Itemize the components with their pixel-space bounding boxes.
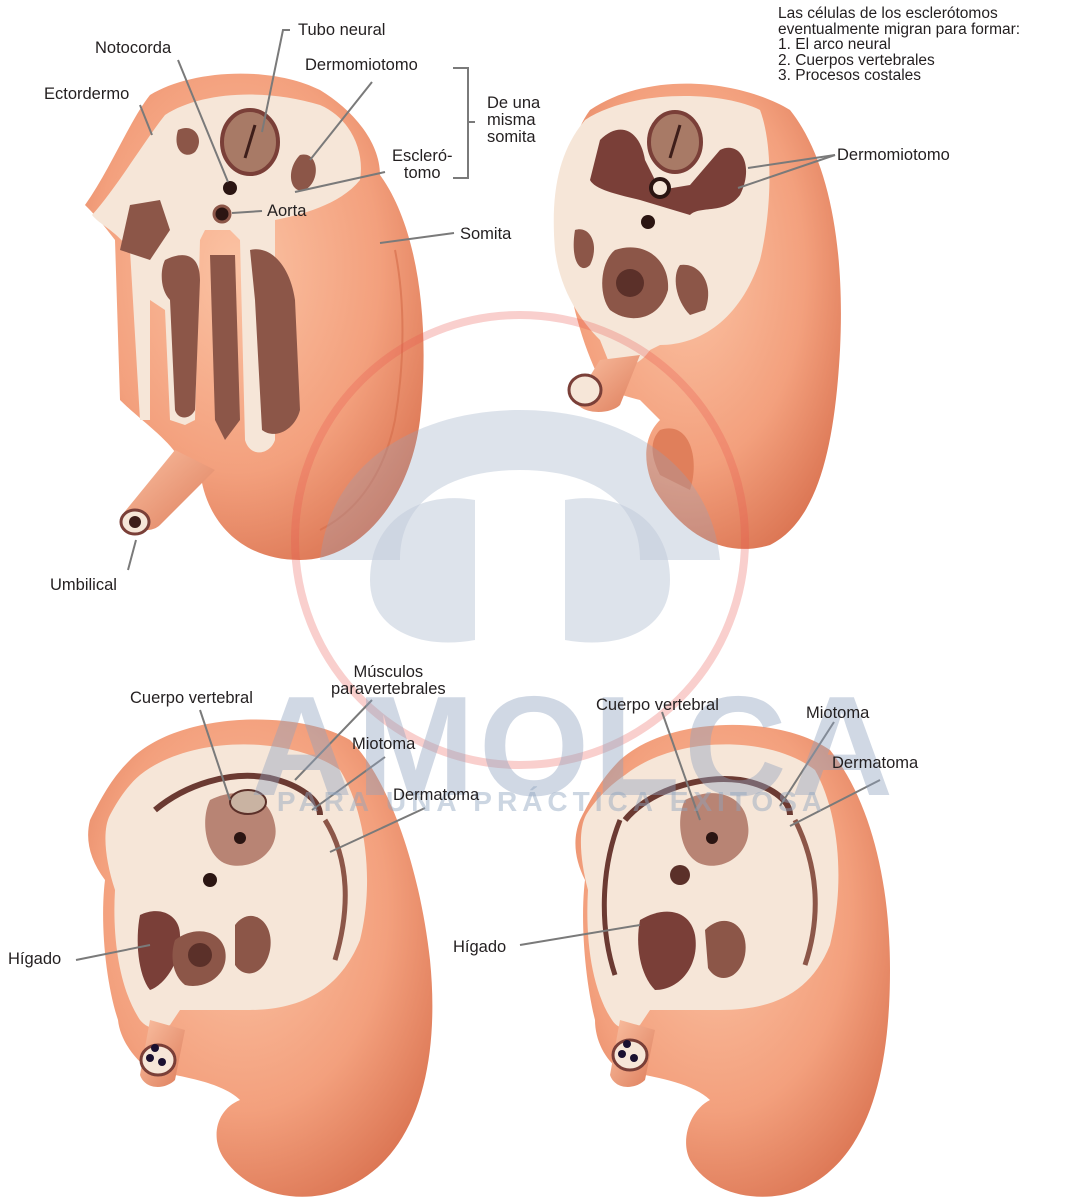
embryo-2-umbilical-opening [569,375,601,405]
label-ectodermo: Ectordermo [44,86,129,103]
watermark-tagline: PARA UNA PRÁCTICA EXITOSA [232,786,872,818]
label-esclerotomo: Escleró- tomo [392,148,453,182]
label-de-una-misma-somita-line-3: somita [487,129,540,146]
label-notocorda: Notocorda [95,40,171,57]
embryo-3-umbilical-vessel-2 [158,1058,166,1066]
label-esclerotomo-line-1: Escleró- [392,148,453,165]
label-dermomiotomo-2: Dermomiotomo [837,147,950,164]
leader-umbilical [128,540,136,570]
sclerotome-note-line-4: 2. Cuerpos vertebrales [778,53,1020,69]
label-dermatoma-2: Dermatoma [832,755,918,772]
bracket-de-una-misma-somita [453,68,475,178]
embryo-4-gut-lumen [670,865,690,885]
embryo-2-notochord [651,179,669,197]
label-de-una-misma-somita-line-1: De una [487,95,540,112]
sclerotome-note: Las células de los esclerótomos eventual… [778,6,1020,84]
embryo-3-gut-lumen [188,943,212,967]
label-de-una-misma-somita-line-2: misma [487,112,540,129]
label-somita: Somita [460,226,511,243]
label-de-una-misma-somita: De una misma somita [487,95,540,146]
embryo-4-umbilical-vessel-1 [618,1050,626,1058]
label-esclerotomo-line-2: tomo [392,165,453,182]
embryo-1-aorta [214,206,230,222]
label-higado-2: Hígado [453,939,506,956]
label-umbilical: Umbilical [50,577,117,594]
label-tubo-neural: Tubo neural [298,22,385,39]
embryo-3-umbilical-vessel-3 [151,1044,159,1052]
embryo-4-umbilical-vessel-2 [630,1054,638,1062]
sclerotome-note-line-3: 1. El arco neural [778,37,1020,53]
label-miotoma-1: Miotoma [352,736,415,753]
embryo-2-aorta [641,215,655,229]
label-miotoma-2: Miotoma [806,705,869,722]
label-musculos-paravertebrales-line-1: Músculos [331,664,446,681]
label-cuerpo-vertebral-1: Cuerpo vertebral [130,690,253,707]
label-dermatoma-1: Dermatoma [393,787,479,804]
embryo-1-notochord [223,181,237,195]
label-dermomiotomo: Dermomiotomo [305,57,418,74]
label-musculos-paravertebrales-line-2: paravertebrales [331,681,446,698]
embryo-3-umbilical-vessel-1 [146,1054,154,1062]
embryo-2-cavity-c [616,269,644,297]
label-aorta: Aorta [267,203,306,220]
sclerotome-note-line-5: 3. Procesos costales [778,68,1020,84]
label-musculos-paravertebrales: Músculos paravertebrales [331,664,446,698]
label-higado-1: Hígado [8,951,61,968]
embryo-4-umbilical-vessel-3 [623,1040,631,1048]
embryo-3-neural-canal [234,832,246,844]
embryo-1-umbilical-lumen [129,516,141,528]
sclerotome-note-line-1: Las células de los esclerótomos [778,6,1020,22]
embryo-3-aorta [203,873,217,887]
sclerotome-note-line-2: eventualmente migran para formar: [778,22,1020,38]
label-cuerpo-vertebral-2: Cuerpo vertebral [596,697,719,714]
embryo-4-neural-canal [706,832,718,844]
